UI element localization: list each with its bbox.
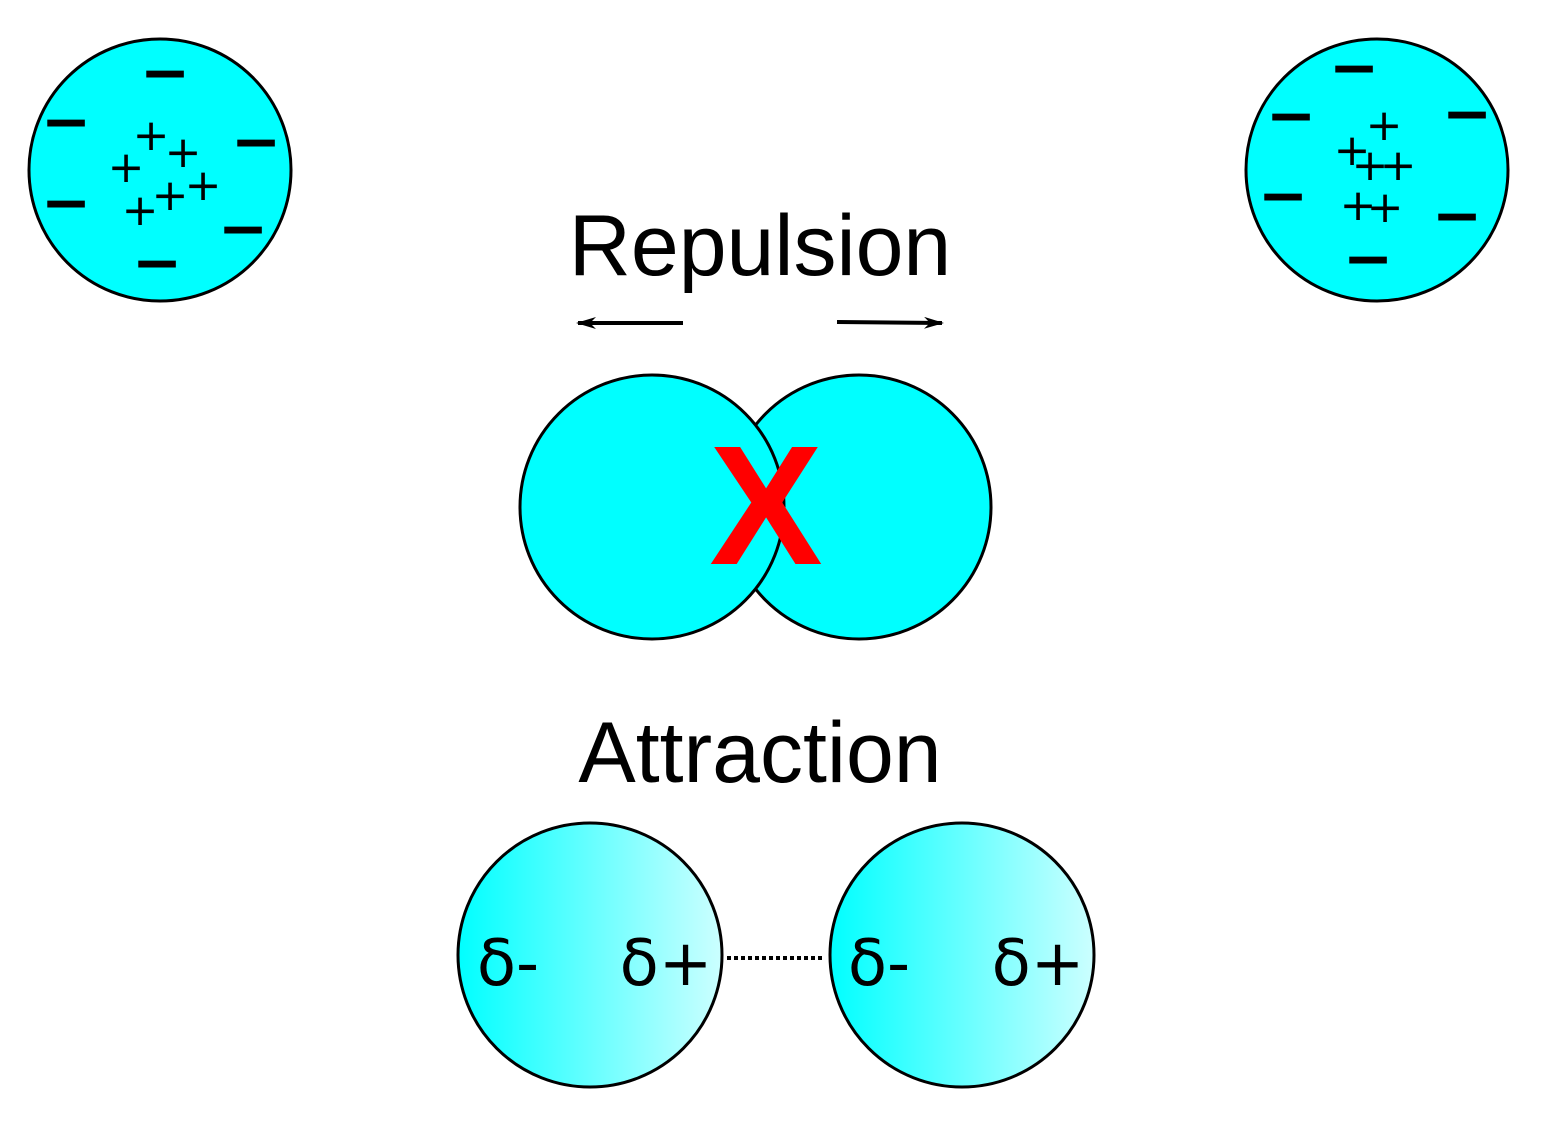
plus-charge: + <box>1340 180 1377 231</box>
plus-charge: + <box>122 185 159 236</box>
plus-charge: + <box>1352 140 1389 191</box>
delta-minus-label: δ- <box>848 927 910 1001</box>
delta-plus-label: δ+ <box>620 927 713 1001</box>
plus-charge: + <box>1334 125 1371 176</box>
overlapping-atoms: X <box>518 373 993 641</box>
plus-charge: + <box>1367 182 1404 233</box>
minus-charge: − <box>1432 181 1482 251</box>
minus-charge: − <box>140 38 190 108</box>
delta-minus-label: δ- <box>477 927 539 1001</box>
minus-charge: − <box>1258 161 1308 231</box>
plus-charge: + <box>1380 140 1417 191</box>
minus-charge: − <box>1343 224 1393 294</box>
minus-charge: − <box>218 194 268 264</box>
delta-plus-label: δ+ <box>992 927 1085 1001</box>
minus-charge: − <box>1266 81 1316 151</box>
minus-charge: − <box>132 228 182 298</box>
minus-charge: − <box>1329 33 1379 103</box>
atom-top-right: − − − − − − + + + + + + <box>1244 33 1510 303</box>
minus-charge: − <box>231 107 281 177</box>
plus-charge: + <box>185 160 222 211</box>
atom-top-left: − − − − − − + + + + + + <box>27 37 293 303</box>
dipole-atom-right: δ- δ+ <box>828 821 1096 1089</box>
minus-charge: − <box>41 168 91 238</box>
atom-left-overlap <box>518 373 786 641</box>
minus-charge: − <box>1442 79 1492 149</box>
plus-charge: + <box>1366 100 1403 151</box>
minus-charge: − <box>41 87 91 157</box>
plus-charge: + <box>108 142 145 193</box>
plus-charge: + <box>152 170 189 221</box>
plus-charge: + <box>165 127 202 178</box>
x-mark-icon: X <box>709 411 822 601</box>
repulsion-arrows-icon <box>576 316 944 329</box>
plus-charge: + <box>133 110 170 161</box>
repulsion-label: Repulsion <box>569 198 951 294</box>
dipole-atom-left: δ- δ+ <box>456 821 724 1089</box>
attraction-label: Attraction <box>578 705 941 801</box>
right-arrow-icon <box>836 316 944 329</box>
